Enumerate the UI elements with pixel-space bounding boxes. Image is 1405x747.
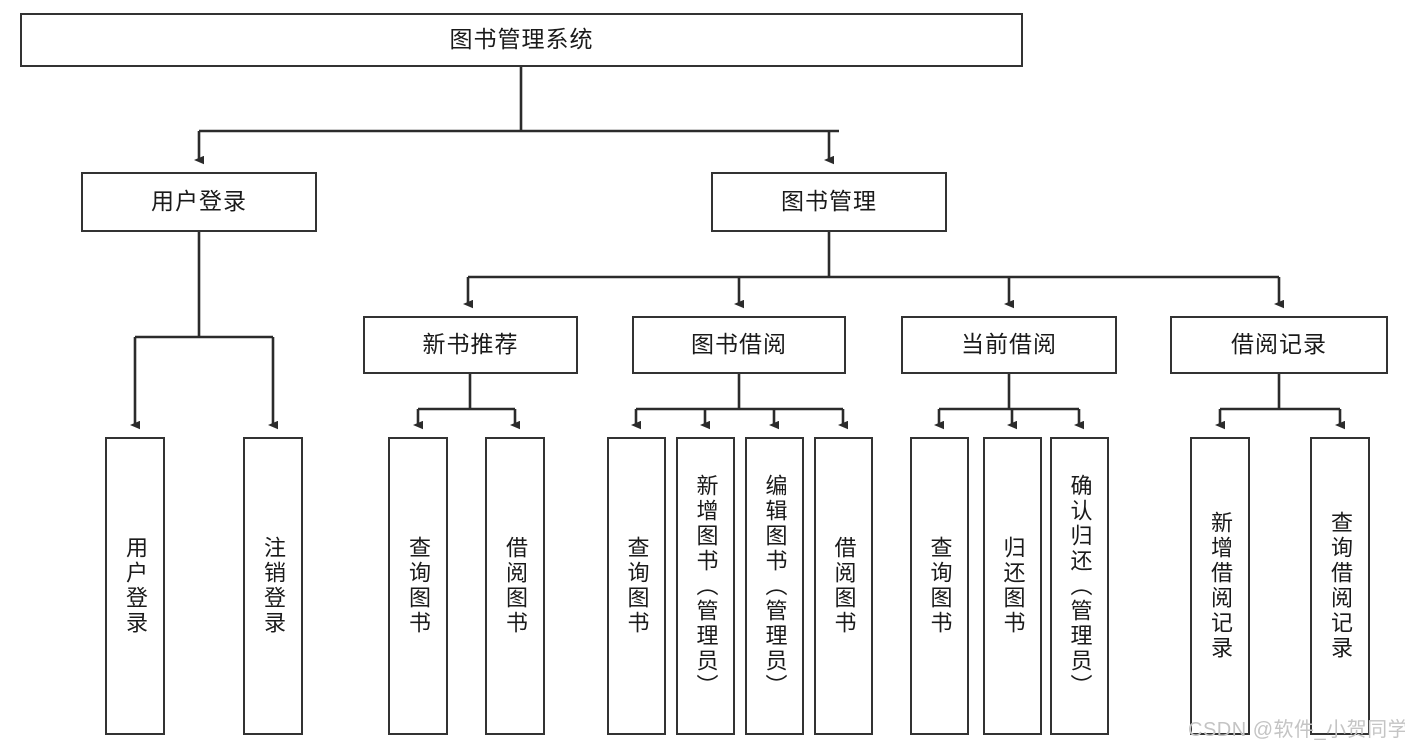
leaf-label-wrapper: 编辑图书（管理员） xyxy=(747,439,802,733)
node-leaf-user-login[interactable]: 用户登录 xyxy=(105,437,165,735)
node-leaf-query-book-3[interactable]: 查询图书 xyxy=(910,437,969,735)
leaf-label: 确认归还（管理员） xyxy=(1067,473,1093,699)
node-leaf-return-book[interactable]: 归还图书 xyxy=(983,437,1042,735)
node-leaf-query-book-1[interactable]: 查询图书 xyxy=(388,437,448,735)
csdn-watermark: CSDN @软件_小贺同学 xyxy=(1188,719,1405,741)
leaf-label: 查询借阅记录 xyxy=(1327,511,1353,661)
leaf-label: 查询图书 xyxy=(624,536,650,636)
leaf-label-wrapper: 用户登录 xyxy=(107,439,163,733)
node-current-borrow[interactable]: 当前借阅 xyxy=(901,316,1117,374)
node-user-login[interactable]: 用户登录 xyxy=(81,172,317,232)
node-leaf-confirm-return[interactable]: 确认归还（管理员） xyxy=(1050,437,1109,735)
leaf-label: 注销登录 xyxy=(260,536,286,636)
node-leaf-borrow-book-2[interactable]: 借阅图书 xyxy=(814,437,873,735)
leaf-label-wrapper: 新增借阅记录 xyxy=(1192,439,1248,733)
leaf-label-wrapper: 查询图书 xyxy=(390,439,446,733)
node-leaf-borrow-book-1[interactable]: 借阅图书 xyxy=(485,437,545,735)
node-leaf-user-logout[interactable]: 注销登录 xyxy=(243,437,303,735)
node-leaf-edit-book[interactable]: 编辑图书（管理员） xyxy=(745,437,804,735)
leaf-label: 借阅图书 xyxy=(831,536,857,636)
node-leaf-query-book-2[interactable]: 查询图书 xyxy=(607,437,666,735)
leaf-label-wrapper: 归还图书 xyxy=(985,439,1040,733)
leaf-label-wrapper: 确认归还（管理员） xyxy=(1052,439,1107,733)
node-leaf-add-record[interactable]: 新增借阅记录 xyxy=(1190,437,1250,735)
leaf-label: 新增图书（管理员） xyxy=(693,473,719,699)
leaf-label: 编辑图书（管理员） xyxy=(762,473,788,699)
node-book-management-system[interactable]: 图书管理系统 xyxy=(20,13,1023,67)
leaf-label-wrapper: 查询借阅记录 xyxy=(1312,439,1368,733)
leaf-label: 查询图书 xyxy=(405,536,431,636)
leaf-label: 借阅图书 xyxy=(502,536,528,636)
leaf-label-wrapper: 查询图书 xyxy=(912,439,967,733)
leaf-label: 用户登录 xyxy=(122,536,148,636)
leaf-label: 新增借阅记录 xyxy=(1207,511,1233,661)
node-book-management[interactable]: 图书管理 xyxy=(711,172,947,232)
leaf-label-wrapper: 新增图书（管理员） xyxy=(678,439,733,733)
node-leaf-add-book[interactable]: 新增图书（管理员） xyxy=(676,437,735,735)
node-leaf-query-record[interactable]: 查询借阅记录 xyxy=(1310,437,1370,735)
node-borrow-record[interactable]: 借阅记录 xyxy=(1170,316,1388,374)
node-book-borrow[interactable]: 图书借阅 xyxy=(632,316,846,374)
leaf-label-wrapper: 查询图书 xyxy=(609,439,664,733)
leaf-label: 归还图书 xyxy=(1000,536,1026,636)
leaf-label-wrapper: 注销登录 xyxy=(245,439,301,733)
leaf-label-wrapper: 借阅图书 xyxy=(816,439,871,733)
leaf-label: 查询图书 xyxy=(927,536,953,636)
leaf-label-wrapper: 借阅图书 xyxy=(487,439,543,733)
node-new-book-recommend[interactable]: 新书推荐 xyxy=(363,316,578,374)
